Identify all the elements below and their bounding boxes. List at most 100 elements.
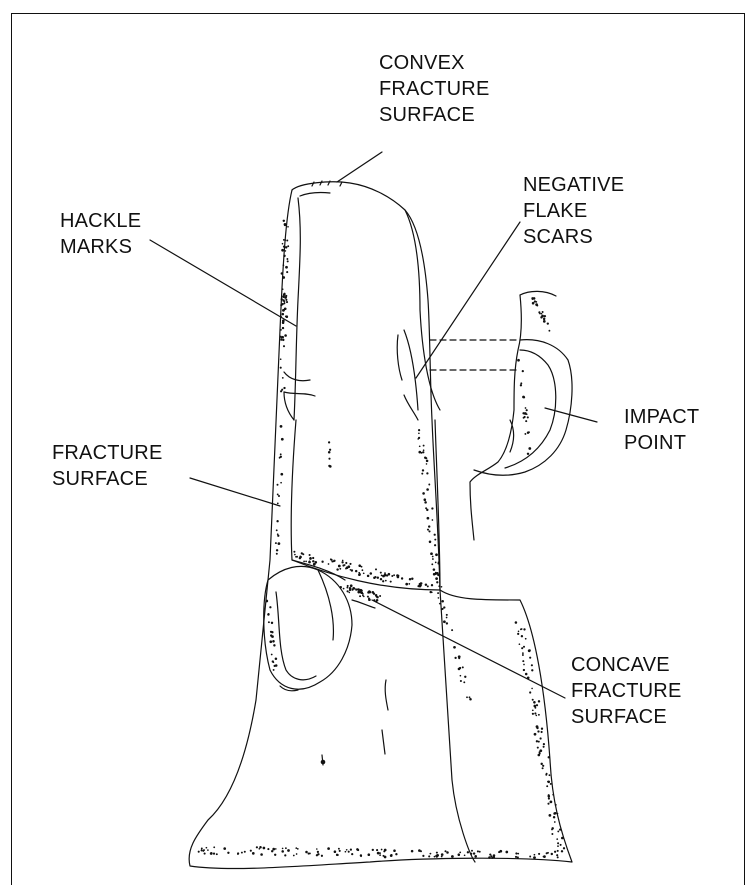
stipple-dot <box>329 449 331 451</box>
stipple-dot <box>202 850 204 852</box>
stipple-dot <box>460 680 462 682</box>
stipple-dot <box>379 595 381 597</box>
stipple-dot <box>437 563 439 565</box>
stipple-dot <box>350 584 353 587</box>
stipple-dot <box>269 606 271 608</box>
stipple-dot <box>312 560 314 562</box>
stipple-dot <box>521 628 523 630</box>
stipple-dot <box>557 845 559 847</box>
stipple-dot <box>347 590 349 592</box>
stipple-dot <box>379 854 381 856</box>
stipple-dot <box>213 846 215 848</box>
stipple-dot <box>297 848 299 850</box>
label-convex-fracture-surface: CONVEX FRACTURE SURFACE <box>379 50 490 128</box>
stipple-dot <box>241 852 243 854</box>
label-impact-point: IMPACT POINT <box>624 404 699 456</box>
stipple-dot <box>535 303 538 306</box>
stipple-dot <box>284 223 287 226</box>
stipple-dot <box>275 848 277 850</box>
stipple-dot <box>336 568 338 570</box>
stipple-dot <box>542 311 544 313</box>
stipple-dot <box>433 568 436 571</box>
stipple-dot <box>363 572 365 574</box>
stipple-dot <box>393 574 395 576</box>
stipple-dot <box>424 498 427 501</box>
stipple-dot <box>345 562 347 564</box>
stipple-dot <box>286 301 288 303</box>
stipple-dot <box>301 552 303 554</box>
stipple-dot <box>441 853 444 856</box>
stipple-dot <box>342 560 344 562</box>
stipple-dot <box>541 728 543 730</box>
stipple-dot <box>539 749 542 752</box>
stipple-dot <box>534 854 536 856</box>
stipple-dot <box>329 465 332 468</box>
stipple-dot <box>523 669 525 671</box>
stipple-dot <box>491 857 493 859</box>
stipple-dot <box>296 556 298 558</box>
stipple-dot <box>460 675 462 677</box>
stipple-dot <box>459 851 461 853</box>
stipple-dot <box>551 828 553 830</box>
stipple-dot <box>270 631 272 633</box>
stipple-dot <box>557 856 559 858</box>
stipple-dot <box>429 541 432 544</box>
stipple-dot <box>237 852 239 854</box>
stipple-dot <box>308 853 310 855</box>
stipple-dot <box>276 520 278 522</box>
stipple-dot <box>428 525 430 527</box>
stipple-dot <box>377 576 379 578</box>
stipple-dot <box>446 851 449 854</box>
stipple-dot <box>517 633 519 635</box>
stipple-dot <box>216 853 218 855</box>
stipple-dot <box>431 507 433 509</box>
stipple-dot <box>283 239 285 241</box>
stipple-dot <box>446 614 448 616</box>
stipple-dot <box>561 850 563 852</box>
stipple-dot <box>552 794 554 796</box>
stipple-dot <box>429 853 431 855</box>
stipple-dot <box>276 553 278 555</box>
stipple-dot <box>411 850 414 853</box>
stipple-dot <box>276 529 278 531</box>
stipple-dot <box>283 345 285 347</box>
stipple-dot <box>201 848 203 850</box>
stipple-dot <box>434 544 436 546</box>
stipple-dot <box>523 417 525 419</box>
stipple-dot <box>538 741 540 743</box>
stipple-dot <box>285 266 288 269</box>
stipple-dot <box>527 431 529 433</box>
stipple-dot <box>280 329 282 331</box>
stipple-dot <box>348 592 350 594</box>
stipple-dot <box>351 569 353 571</box>
label-line: SURFACE <box>379 102 490 128</box>
stipple-dot <box>532 709 534 711</box>
stipple-dot <box>543 746 545 748</box>
stipple-dot <box>444 850 446 852</box>
stipple-dot <box>283 387 285 389</box>
stipple-dot <box>488 856 491 859</box>
stipple-dot <box>527 416 529 418</box>
stipple-dot <box>282 288 284 290</box>
stipple-dot <box>451 855 454 858</box>
stipple-dot <box>535 301 537 303</box>
stipple-dot <box>277 503 279 505</box>
stipple-dot <box>418 432 420 434</box>
upper-fragment-outline <box>292 182 440 590</box>
stipple-dot <box>446 617 448 619</box>
stipple-dot <box>393 849 396 852</box>
stipple-dot <box>531 664 533 666</box>
stipple-dot <box>536 740 538 742</box>
stipple-dot <box>428 855 430 857</box>
stipple-dot <box>477 850 479 852</box>
stipple-dot <box>299 557 301 559</box>
stipple-dot <box>442 608 444 610</box>
stipple-dot <box>281 389 283 391</box>
stipple-dot <box>534 733 537 736</box>
stipple-dot <box>458 853 461 856</box>
stipple-dot <box>346 849 348 851</box>
stipple-dot <box>213 852 215 854</box>
stipple-dot <box>458 657 460 659</box>
stipple-dot <box>355 570 357 572</box>
stipple-dot <box>384 849 386 851</box>
